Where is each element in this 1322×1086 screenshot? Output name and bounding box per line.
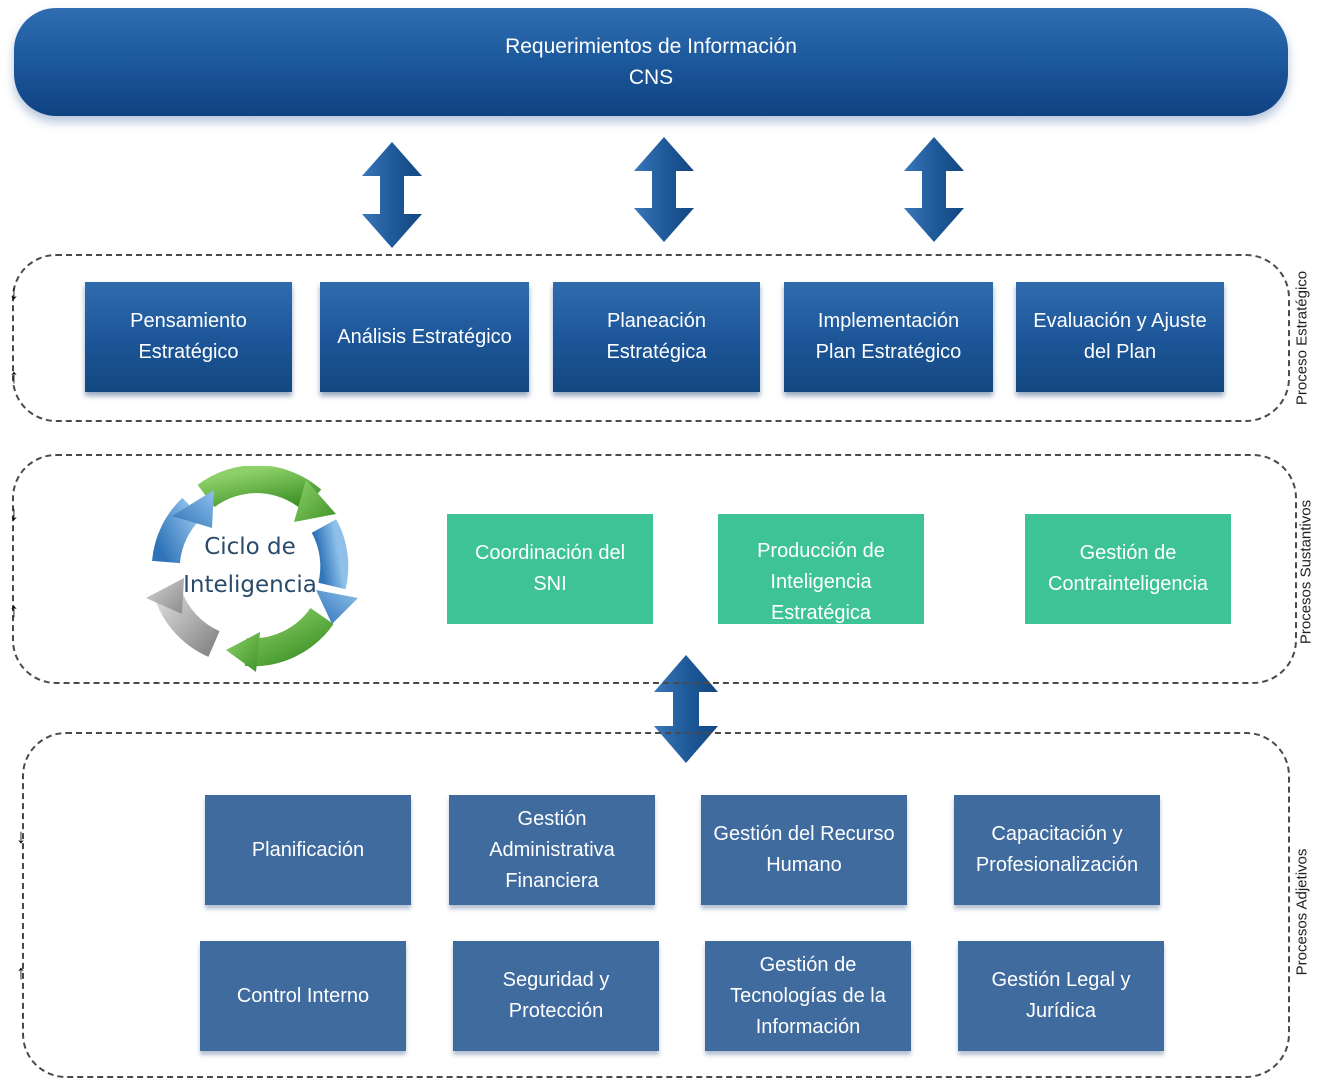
up-arrow-icon: ↑ [9,600,19,622]
adjective-box-planificacion: Planificación [205,795,411,905]
adjective-box-seguridad: Seguridad y Protección [453,941,659,1051]
requirements-banner: Requerimientos de Información CNS [14,8,1288,116]
banner-title: Requerimientos de Información [505,35,797,58]
double-arrow-icon [362,142,422,248]
strategic-box-pensamiento: Pensamiento Estratégico [85,282,292,392]
adjective-box-legal: Gestión Legal y Jurídica [958,941,1164,1051]
intelligence-cycle-icon [146,466,358,672]
adjective-process-group [22,732,1290,1078]
substantive-box-produccion: Producción de Inteligencia Estratégica [718,514,924,624]
down-arrow-icon: ↓ [9,503,19,525]
down-arrow-icon: ↓ [16,826,26,848]
down-arrow-icon: ↓ [9,282,19,304]
substantive-process-group [12,454,1297,684]
adjective-box-gestion-administrativa: Gestión Administrativa Financiera [449,795,655,905]
strategic-box-evaluacion: Evaluación y Ajuste del Plan [1016,282,1224,392]
adjective-box-capacitacion: Capacitación y Profesionalización [954,795,1160,905]
strategic-box-planeacion: Planeación Estratégica [553,282,760,392]
substantive-box-contrainteligencia: Gestión de Contrainteligencia [1025,514,1231,624]
strategic-process-group [12,254,1290,422]
up-arrow-icon: ↑ [9,366,19,388]
cycle-label: Ciclo de Inteligencia [183,534,317,598]
adjective-box-tecnologias: Gestión de Tecnologías de la Información [705,941,911,1051]
banner-subtitle: CNS [628,66,674,89]
substantive-process-label: Procesos Sustantivos [1297,499,1315,645]
double-arrow-icon [904,137,964,242]
strategic-process-label: Proceso Estratégico [1293,270,1311,406]
up-arrow-icon: ↑ [16,962,26,984]
double-arrow-icon [634,137,694,242]
adjective-box-control-interno: Control Interno [200,941,406,1051]
strategic-box-implementacion: Implementación Plan Estratégico [784,282,993,392]
substantive-box-coordinacion: Coordinación del SNI [447,514,653,624]
adjective-process-label: Procesos Adjetivos [1293,848,1311,976]
adjective-box-recurso-humano: Gestión del Recurso Humano [701,795,907,905]
strategic-box-analisis: Análisis Estratégico [320,282,529,392]
